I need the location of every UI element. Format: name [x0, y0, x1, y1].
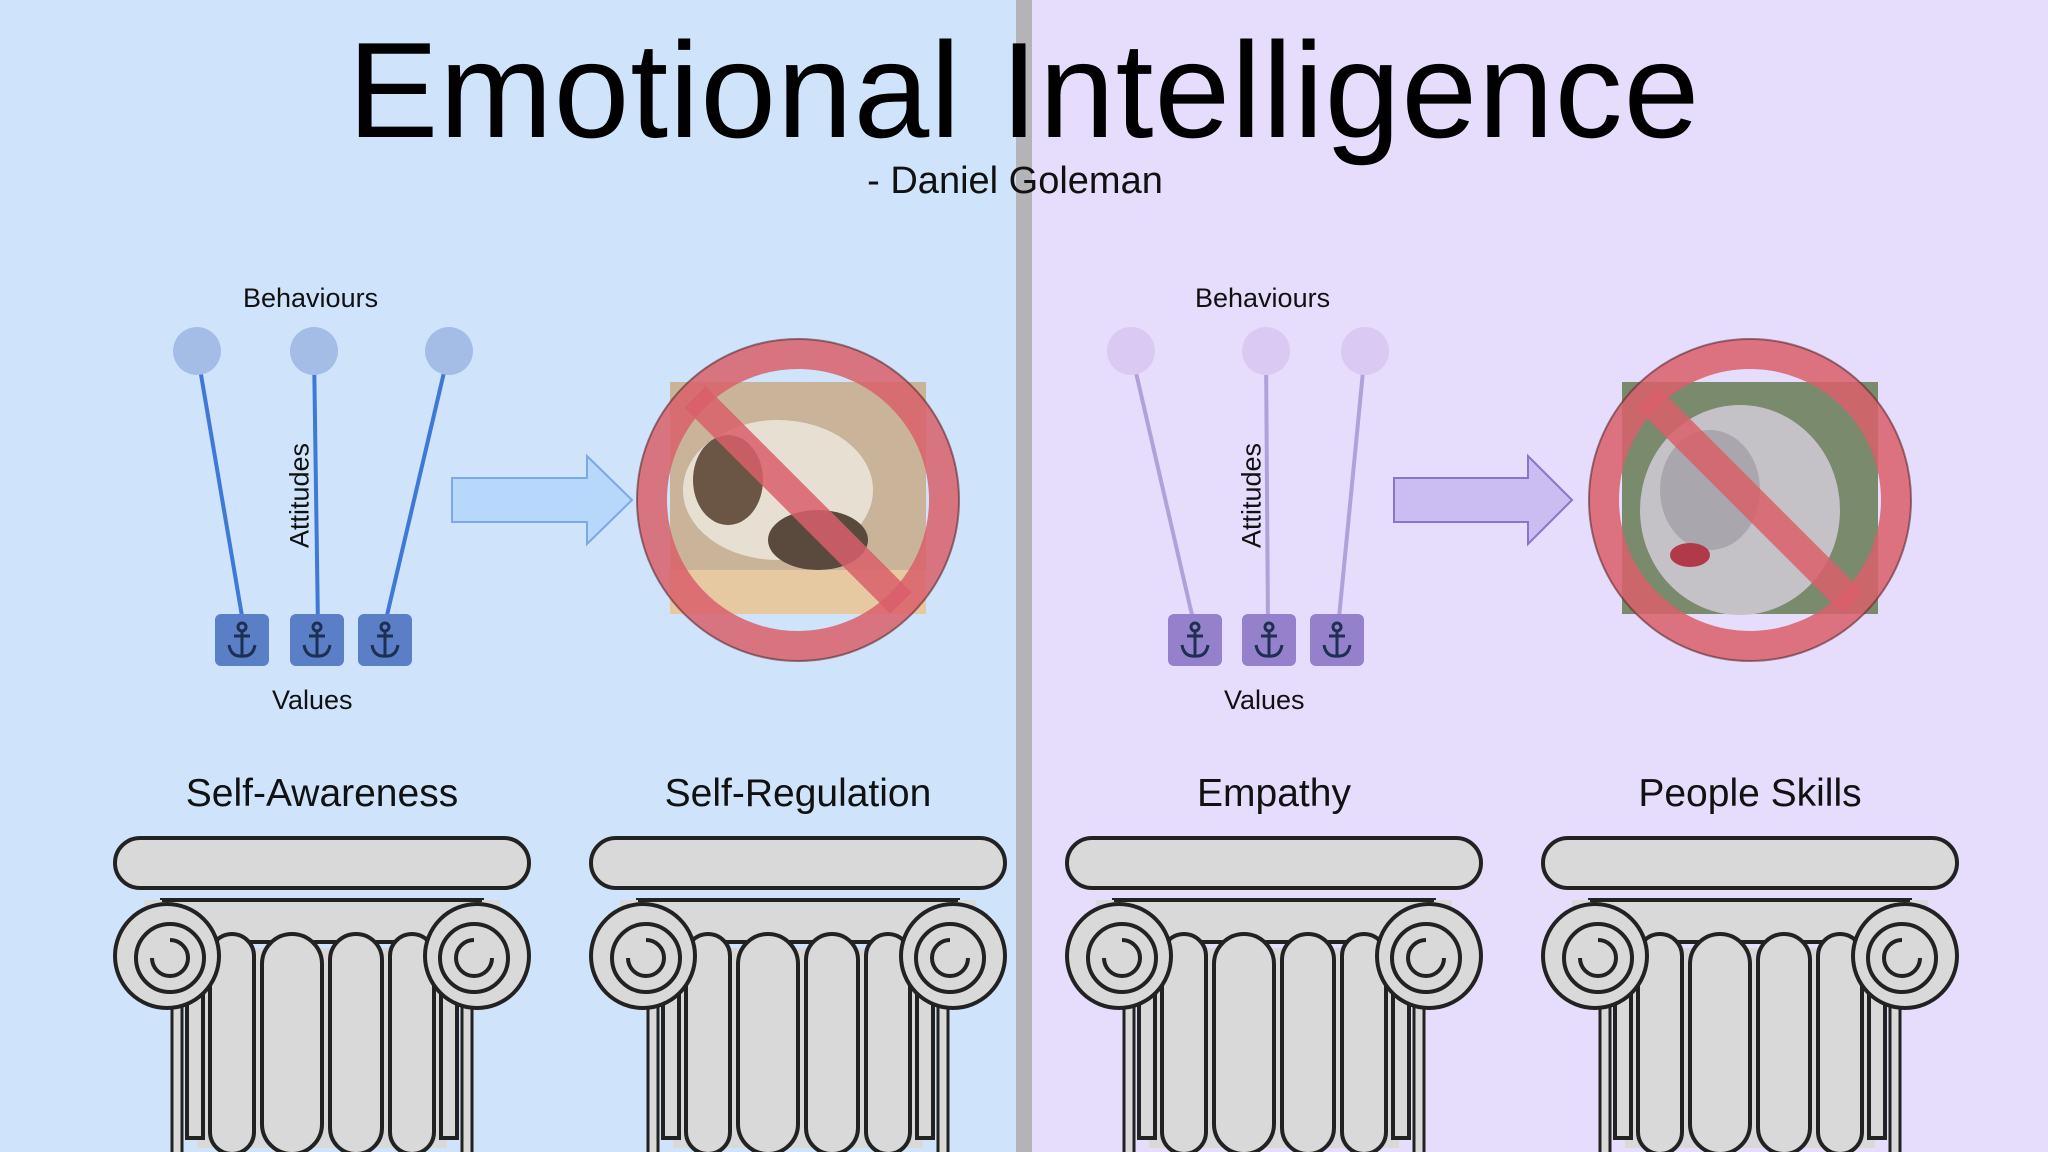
right-behaviours-label: Behaviours: [1195, 283, 1330, 314]
left-values-label: Values: [272, 685, 353, 716]
pillar-empathy: [1067, 838, 1481, 1152]
anchor-icon: [215, 614, 269, 666]
left-behaviour-node-2: [290, 327, 338, 375]
pillar-people-skills: [1543, 838, 1957, 1152]
left-attitudes-label: Attitudes: [285, 436, 316, 556]
anchor-icon: [1310, 614, 1364, 666]
left-behaviours-label: Behaviours: [243, 283, 378, 314]
pillar-label-empathy: Empathy: [1064, 772, 1484, 816]
pillar-label-people-skills: People Skills: [1540, 772, 1960, 816]
pillar-self-awareness: [115, 838, 529, 1152]
page-title: Emotional Intelligence: [0, 20, 2048, 160]
pillar-self-regulation: [591, 838, 1005, 1152]
anchor-icon: [1242, 614, 1296, 666]
right-behaviour-node-2: [1242, 327, 1290, 375]
right-values-label: Values: [1224, 685, 1305, 716]
page-subtitle: - Daniel Goleman: [0, 160, 2030, 203]
pillar-label-self-regulation: Self-Regulation: [588, 772, 1008, 816]
left-behaviour-node-3: [425, 327, 473, 375]
anchor-icon: [290, 614, 344, 666]
right-behaviour-node-3: [1341, 327, 1389, 375]
pillar-label-self-awareness: Self-Awareness: [112, 772, 532, 816]
anchor-icon: [358, 614, 412, 666]
left-behaviour-node-1: [173, 327, 221, 375]
right-behaviour-node-1: [1107, 327, 1155, 375]
left-prohibited-image: [637, 339, 959, 661]
anchor-icon: [1168, 614, 1222, 666]
right-attitudes-label: Attitudes: [1237, 436, 1268, 556]
right-prohibited-image: [1589, 339, 1911, 661]
